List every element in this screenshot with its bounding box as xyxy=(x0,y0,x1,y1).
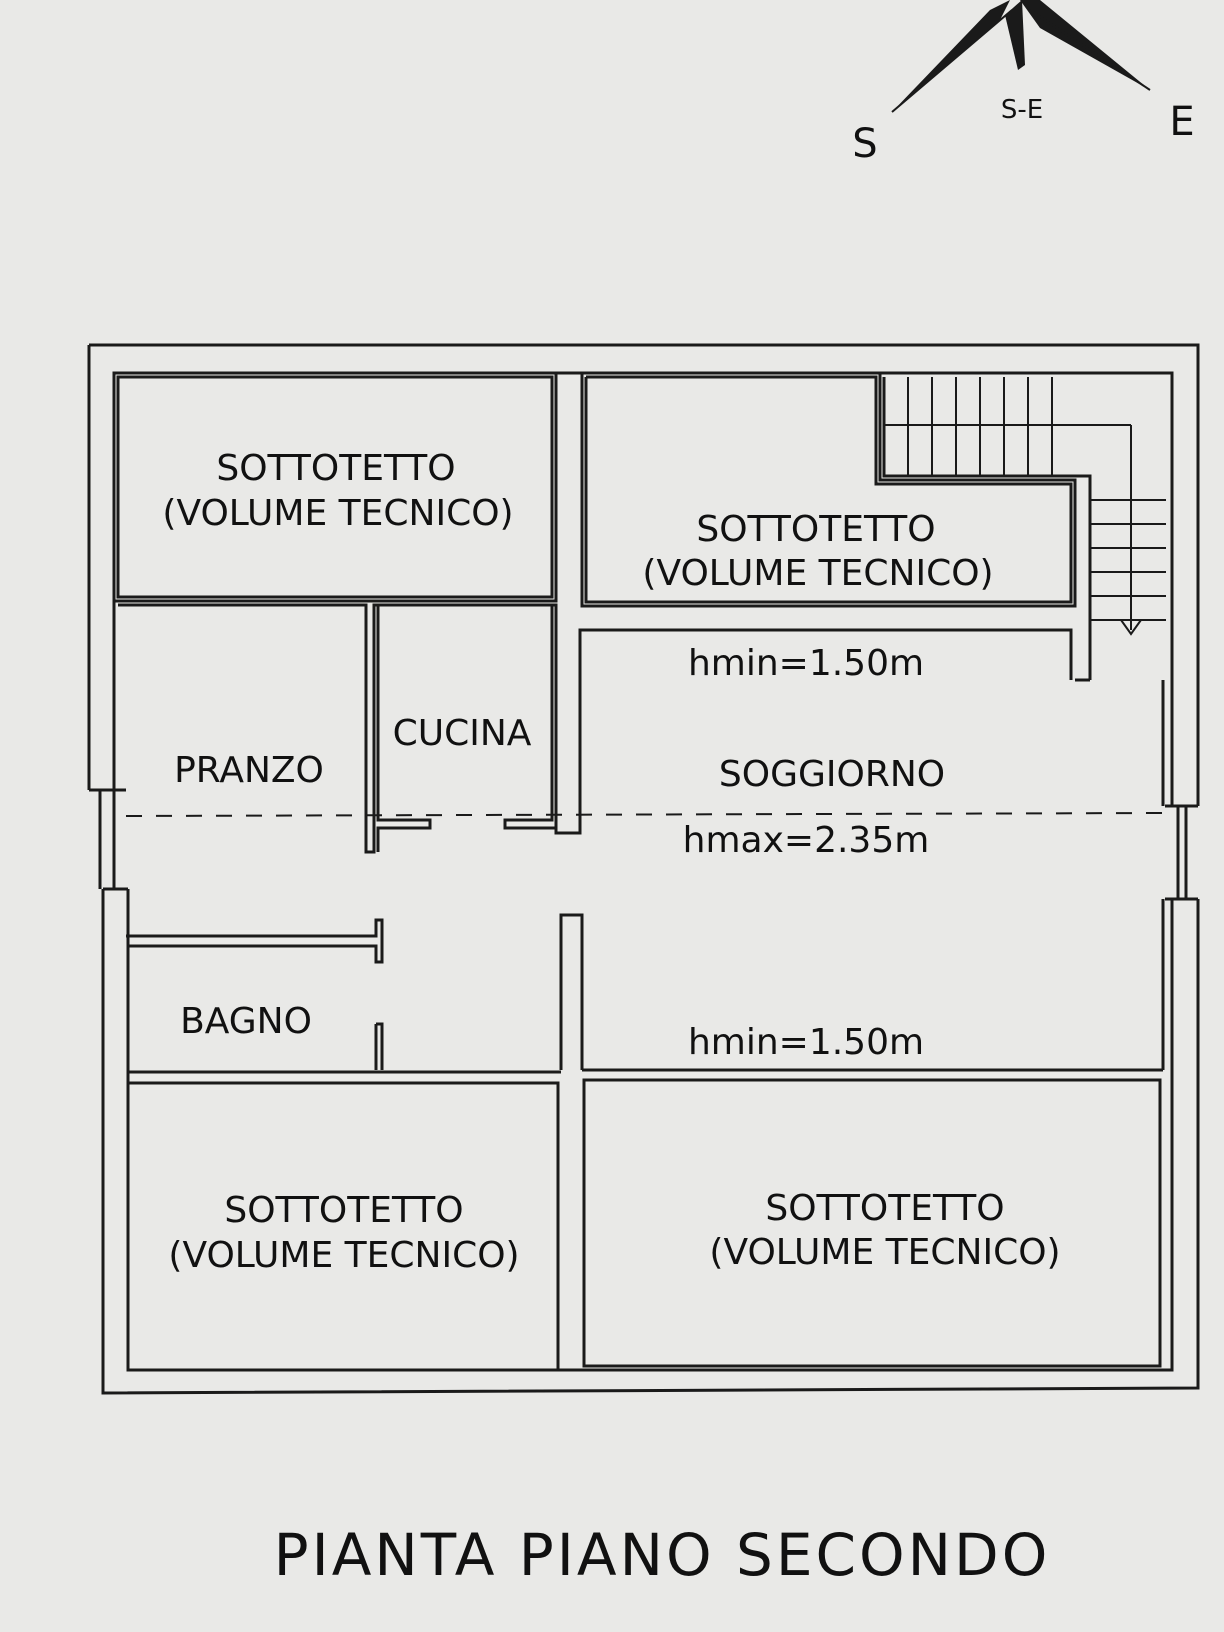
room-cucina-label: CUCINA xyxy=(393,713,532,754)
sottotetto-bottom-left-sub: (VOLUME TECNICO) xyxy=(168,1235,519,1276)
sottotetto-top-right-sub: (VOLUME TECNICO) xyxy=(642,553,993,594)
room-sottotetto-bottom-right xyxy=(582,1078,1162,1368)
hmax-label: hmax=2.35m xyxy=(683,820,930,861)
room-soggiorno-label: SOGGIORNO xyxy=(719,754,945,795)
room-sottotetto-bottom-left xyxy=(126,1081,560,1372)
sottotetto-bottom-right-name: SOTTOTETTO xyxy=(765,1188,1004,1229)
staircase xyxy=(882,371,1172,682)
room-bagno-label: BAGNO xyxy=(180,1001,312,1042)
hmax-line xyxy=(125,812,1166,817)
sottotetto-top-left-name: SOTTOTETTO xyxy=(216,448,455,489)
hmin-top-label: hmin=1.50m xyxy=(688,643,924,684)
sottotetto-bottom-left-name: SOTTOTETTO xyxy=(224,1190,463,1231)
compass-rose-icon xyxy=(891,0,1151,113)
hmin-bottom-label: hmin=1.50m xyxy=(688,1022,924,1063)
sottotetto-top-left-sub: (VOLUME TECNICO) xyxy=(162,493,513,534)
sottotetto-bottom-right-sub: (VOLUME TECNICO) xyxy=(709,1232,1060,1273)
room-pranzo-label: PRANZO xyxy=(174,750,324,791)
compass-southeast-label: S-E xyxy=(1001,95,1043,125)
plan-title: PIANTA PIANO SECONDO xyxy=(274,1521,1051,1589)
compass-south-label: S xyxy=(852,121,877,167)
compass-east-label: E xyxy=(1169,99,1194,145)
room-sottotetto-top-left xyxy=(112,371,558,603)
sottotetto-top-right-name: SOTTOTETTO xyxy=(696,509,935,550)
interior-walls xyxy=(118,603,1165,1074)
